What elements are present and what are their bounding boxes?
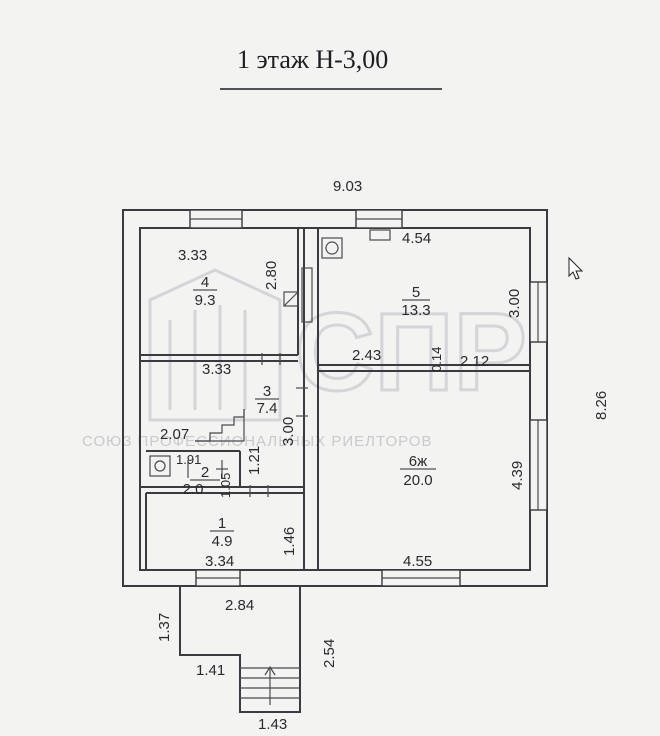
room-area: 4.9 [212,533,233,550]
stove-icon [283,291,299,307]
dim-corr-right: 2.12 [460,353,489,370]
dim-r4-width: 3.33 [178,247,207,264]
overall-height: 8.26 [593,391,610,420]
room-number: 5 [412,284,420,301]
interior-stairs [195,409,245,442]
dim-r2-side: 1.21 [246,446,263,475]
room-1-label: 1 4.9 [210,515,234,550]
dim-r3-height: 3.00 [280,417,297,446]
dim-r1-width: 3.34 [205,553,234,570]
outer-walls [122,209,548,587]
room-number: 6ж [409,453,427,470]
room-4-label: 4 9.3 [193,274,217,309]
dim-r2-height: 1.05 [218,473,233,498]
watermark-logo: СПР [295,291,527,414]
dim-r2-width: 1.91 [176,452,201,467]
room-number: 4 [201,274,209,291]
dim-r6-height: 4.39 [509,461,526,490]
room-6-label: 6ж 20.0 [400,453,436,489]
boiler-icon [321,237,343,259]
dim-r3-width: 3.33 [202,361,231,378]
overall-width: 9.03 [333,178,362,195]
room-area: 13.3 [401,302,430,319]
dim-r6-bottom: 4.55 [403,553,432,570]
toilet-icon [149,455,171,477]
door-marks [249,353,308,497]
dim-r4-height: 2.80 [263,261,280,290]
fixtures [149,229,391,478]
dim-r5-top: 4.54 [402,230,431,247]
room-number: 1 [218,515,226,532]
mouse-cursor-icon [568,256,584,280]
room-2-label: 2 2.0 [183,464,220,498]
dim-porch-steps: 1.43 [258,716,287,733]
plan-title: 1 этаж Н-3,00 [237,45,388,74]
watermark: СПР СОЮЗ ПРОФЕССИОНАЛЬНЫХ РИЕЛТОРОВ [82,268,528,450]
watermark-caption: СОЮЗ ПРОФЕССИОНАЛЬНЫХ РИЕЛТОРОВ [82,433,432,450]
chimney-icon [301,267,313,323]
dim-corr-gap: 0.14 [429,347,444,372]
room-area: 20.0 [403,472,432,489]
room-area: 9.3 [195,292,216,309]
porch [179,586,301,713]
dim-corr-left: 2.43 [352,347,381,364]
dim-porch-mid: 1.41 [196,662,225,679]
dimension-labels: 9.03 8.26 3.33 2.80 4.54 3.00 3.33 3.00 … [156,178,610,733]
room-area: 2.0 [183,481,204,498]
room-3-label: 3 7.4 [255,383,279,417]
room-number: 3 [263,383,271,400]
dim-porch-left: 1.37 [156,613,173,642]
dim-r5-height: 3.00 [506,289,523,318]
room-number: 2 [201,464,209,481]
room-5-label: 5 13.3 [401,284,430,319]
dim-r1-height: 1.46 [281,527,298,556]
sink-icon [369,229,391,241]
room-area: 7.4 [257,400,278,417]
dim-stair: 2.07 [160,426,189,443]
windows [189,209,548,587]
dim-porch-top: 2.84 [225,597,254,614]
room-labels: 4 9.3 5 13.3 3 7.4 6ж 20.0 2 2.0 1 4.9 [183,274,436,550]
dim-porch-height: 2.54 [321,639,338,668]
